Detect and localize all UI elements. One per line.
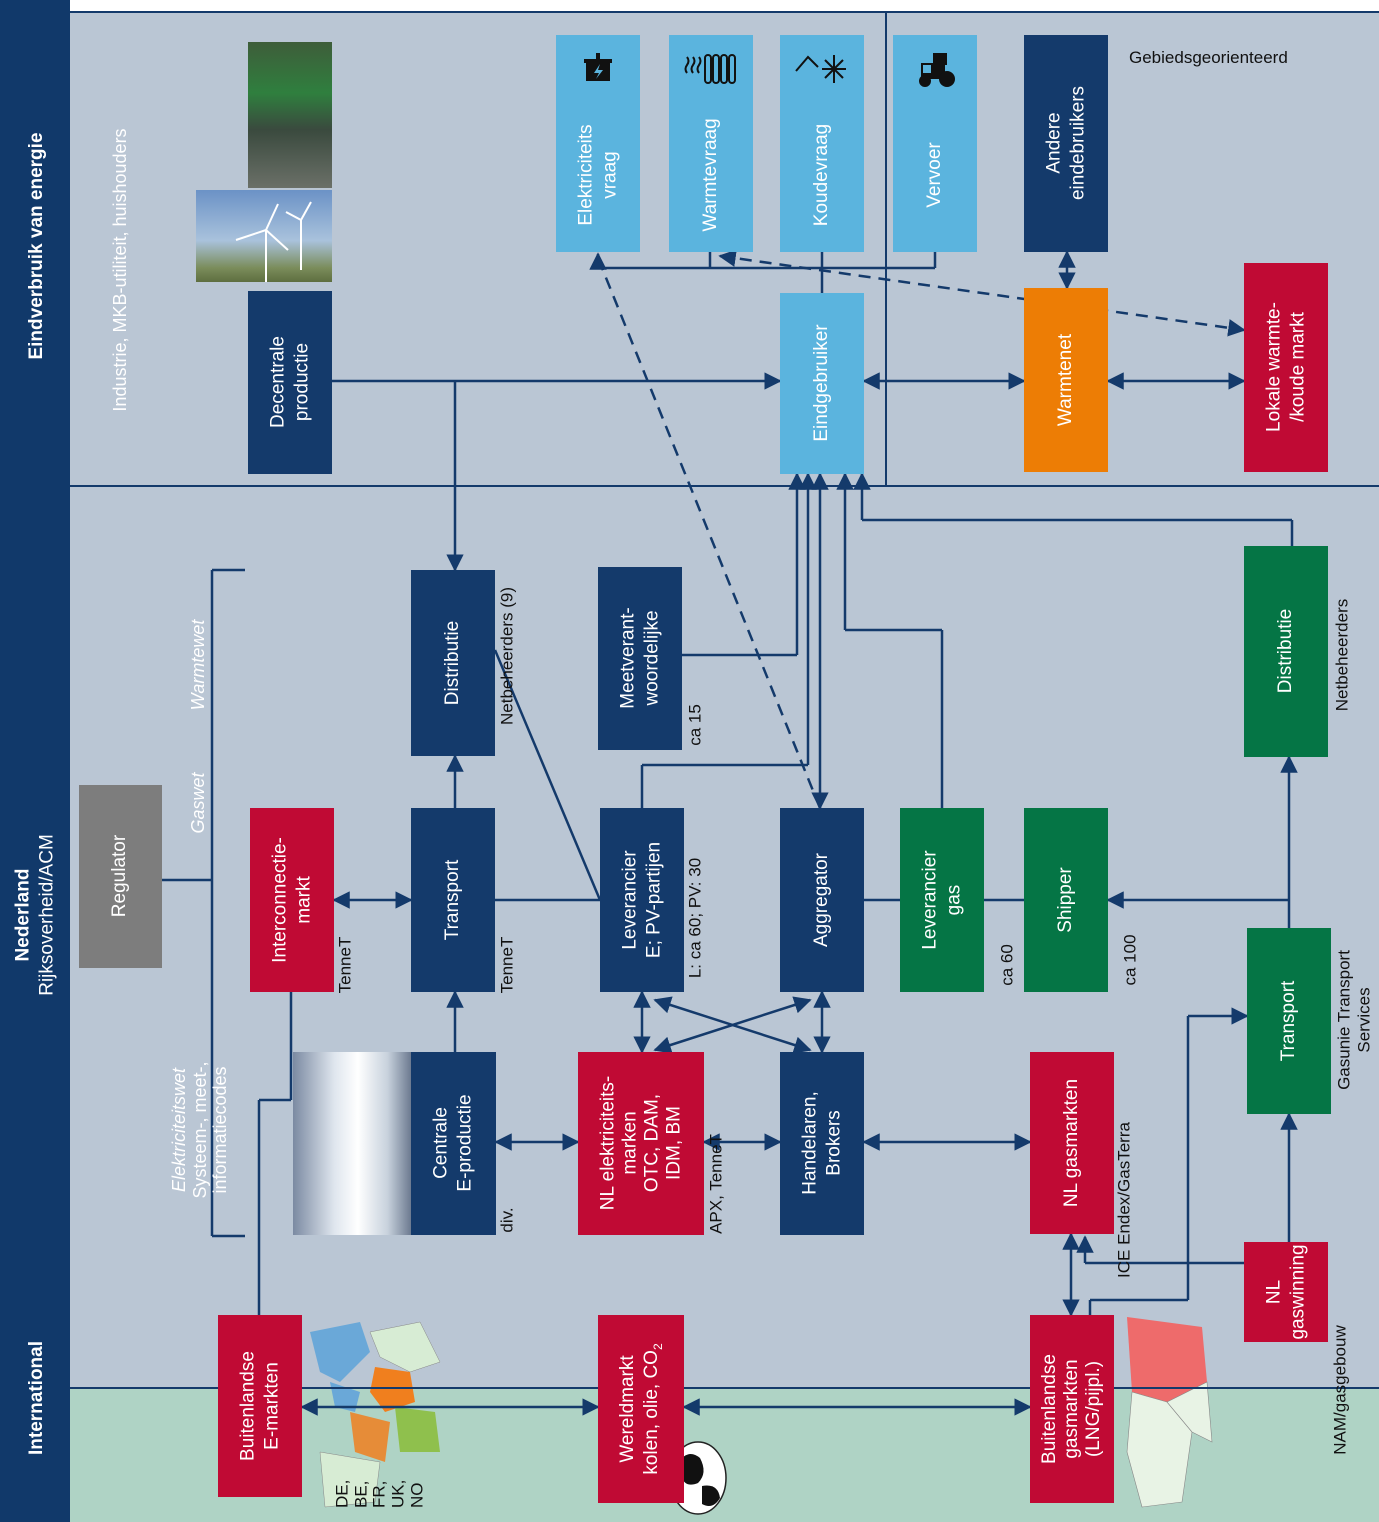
koudevraag-label: Koudevraag — [811, 123, 833, 227]
distributie-g-box[interactable]: Distributie — [1244, 546, 1328, 757]
regulator-label: Regulator — [109, 834, 131, 918]
gas-map-icon — [1126, 1317, 1213, 1508]
plug-icon — [584, 53, 612, 81]
apx-note: APX, TenneT — [706, 1134, 726, 1234]
warmtewet-label: Warmtewet — [187, 619, 208, 711]
ca60-note: ca 60 — [997, 944, 1017, 986]
transport-g-label: Transport — [1278, 980, 1300, 1062]
lokale-label: Lokale warmte-/koude markt — [1263, 302, 1308, 432]
wind-turbines-photo — [196, 190, 332, 282]
div-note: div. — [497, 1207, 517, 1233]
netbeheerders-note: Netbeheerders — [1332, 598, 1352, 712]
shipper-box[interactable]: Shipper — [1024, 808, 1108, 992]
vervoer-label: Vervoer — [924, 142, 946, 208]
sectors-label: Industrie, MKB-utiliteit, huishouders — [109, 128, 130, 412]
gebied-label: Gebiedsgeorienteerd — [1129, 48, 1288, 67]
snowflake-icon — [795, 55, 846, 83]
nl-gasmarkten-box[interactable]: NL gasmarkten — [1030, 1052, 1114, 1234]
ca100-note: ca 100 — [1120, 934, 1140, 986]
tennet-2-note: TenneT — [497, 936, 517, 994]
codes-line-2: informatiecodes — [210, 1066, 231, 1194]
transport-e-label: Transport — [442, 859, 464, 941]
l-pv-note: L: ca 60; PV: 30 — [685, 857, 705, 979]
lokale-markt-box[interactable]: Lokale warmte-/koude markt — [1244, 263, 1328, 472]
eindgebruiker-box[interactable]: Eindgebruiker — [780, 293, 864, 474]
warmtenet-box[interactable]: Warmtenet — [1024, 288, 1108, 472]
nl-gasmarkten-label: NL gasmarkten — [1061, 1078, 1083, 1208]
ca15-note: ca 15 — [685, 704, 705, 746]
netbeheerders-9-note: Netbeheerders (9) — [497, 587, 517, 725]
distributie-e-label: Distributie — [442, 620, 464, 706]
handelaren-label: Handelaren,Brokers — [799, 1091, 844, 1195]
ice-note: ICE Endex/GasTerra — [1114, 1122, 1134, 1278]
koudevraag-box[interactable]: Koudevraag — [780, 35, 864, 252]
meetverantwoordelijke-box[interactable]: Meetverant-woordelijke — [598, 567, 682, 750]
aggregator-label: Aggregator — [811, 852, 833, 948]
aggregator-box[interactable]: Aggregator — [780, 808, 864, 992]
tennet-1-note: TenneT — [335, 936, 355, 994]
regulator-box[interactable]: Regulator — [79, 785, 162, 968]
warmtevraag-label: Warmtevraag — [700, 118, 722, 232]
shipper-label: Shipper — [1055, 867, 1077, 933]
countries-note: DE, BE, FR, UK, NO — [332, 1479, 427, 1508]
warmtenet-label: Warmtenet — [1055, 333, 1077, 427]
globe-icon — [669, 1441, 727, 1515]
interconnectie-label: Interconnectie-markt — [269, 837, 314, 963]
power-plant-photo — [293, 1052, 411, 1235]
radiator-icon — [684, 54, 736, 84]
transport-e-box[interactable]: Transport — [411, 808, 495, 992]
co2-subscript: 2 — [650, 1343, 665, 1351]
codes-label: Elektriciteitswet Systeem-, meet-, infor… — [169, 1061, 231, 1198]
distributie-g-label: Distributie — [1275, 608, 1297, 694]
transport-g-box[interactable]: Transport — [1247, 928, 1331, 1114]
interconnectiemarkt-box[interactable]: Interconnectie-markt — [250, 808, 334, 992]
vervoer-box[interactable]: Vervoer — [893, 35, 977, 252]
codes-line-1: Systeem-, meet-, — [189, 1061, 210, 1199]
tractor-icon — [919, 53, 955, 87]
warmtevraag-box[interactable]: Warmtevraag — [669, 35, 753, 252]
eindgebruiker-label: Eindgebruiker — [811, 324, 833, 442]
handelaren-brokers-box[interactable]: Handelaren,Brokers — [780, 1052, 864, 1235]
wind-turbine-icon — [235, 201, 312, 282]
elektriciteitswet-label: Elektriciteitswet — [168, 1067, 189, 1193]
distributie-e-box[interactable]: Distributie — [411, 570, 495, 756]
meet-label: Meetverant-woordelijke — [617, 607, 662, 709]
nam-note: NAM/gasgebouw — [1330, 1325, 1350, 1455]
gaswet-label: Gaswet — [187, 772, 208, 834]
industrial-machine-photo — [248, 42, 332, 188]
sidebar: Eindverbruik van energie Nederland Rijks… — [0, 0, 70, 1522]
